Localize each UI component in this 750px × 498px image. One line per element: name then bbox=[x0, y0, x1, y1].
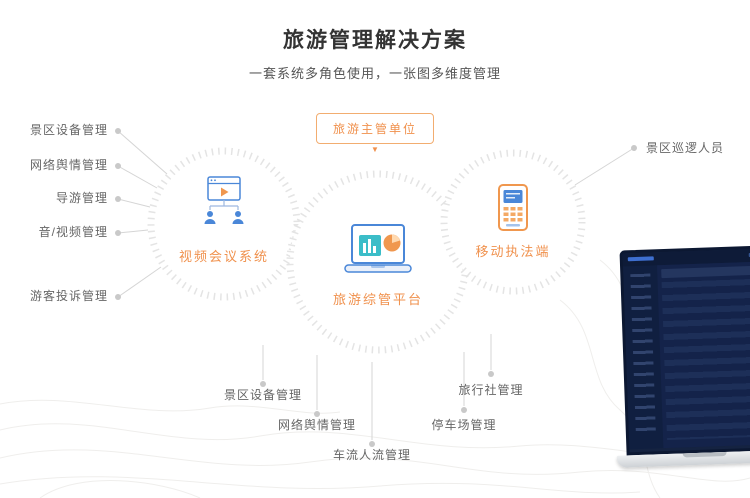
authority-badge: 旅游主管单位 bbox=[315, 113, 435, 144]
dashboard-table-rows bbox=[661, 278, 750, 441]
node-mobile-terminal: 移动执法端 bbox=[438, 147, 588, 297]
left-item-scenic-equipment: 景区设备管理 bbox=[29, 123, 108, 137]
dashboard-preview bbox=[619, 245, 750, 456]
left-item-tourist-complaint: 游客投诉管理 bbox=[29, 289, 108, 303]
bottom-item-travel-agency: 旅行社管理 bbox=[458, 383, 524, 397]
bottom-item-scenic-equipment: 景区设备管理 bbox=[223, 388, 302, 402]
node-ring bbox=[147, 147, 301, 301]
dashboard-logo-bar bbox=[627, 256, 654, 262]
node-video-conference: 视频会议系统 bbox=[144, 144, 304, 304]
node-label-video: 视频会议系统 bbox=[178, 249, 269, 264]
node-label-mobile: 移动执法端 bbox=[475, 244, 551, 259]
bottom-item-traffic-flow: 车流人流管理 bbox=[332, 448, 411, 462]
dashboard-table-header bbox=[661, 265, 750, 279]
page-subtitle: 一套系统多角色使用，一张图多维度管理 bbox=[248, 66, 501, 81]
right-item-patrol-staff: 景区巡逻人员 bbox=[646, 141, 725, 155]
platform-laptop-icon bbox=[339, 223, 417, 277]
dashboard-body bbox=[623, 261, 750, 450]
left-item-network-opinion: 网络舆情管理 bbox=[29, 158, 108, 172]
left-item-guide: 导游管理 bbox=[55, 191, 108, 205]
node-platform: 旅游综管平台 bbox=[283, 167, 473, 357]
dashboard-main bbox=[657, 261, 750, 449]
mobile-terminal-icon bbox=[494, 183, 532, 233]
badge-arrow-down-icon: ▼ bbox=[371, 145, 379, 154]
left-item-audio-video: 音/视频管理 bbox=[38, 225, 108, 239]
node-label-platform: 旅游综管平台 bbox=[332, 292, 423, 307]
video-conference-icon bbox=[195, 174, 253, 234]
bottom-item-network-opinion: 网络舆情管理 bbox=[277, 418, 356, 432]
page-title: 旅游管理解决方案 bbox=[283, 29, 467, 52]
bottom-item-parking: 停车场管理 bbox=[431, 418, 497, 432]
laptop-mockup bbox=[609, 245, 750, 495]
